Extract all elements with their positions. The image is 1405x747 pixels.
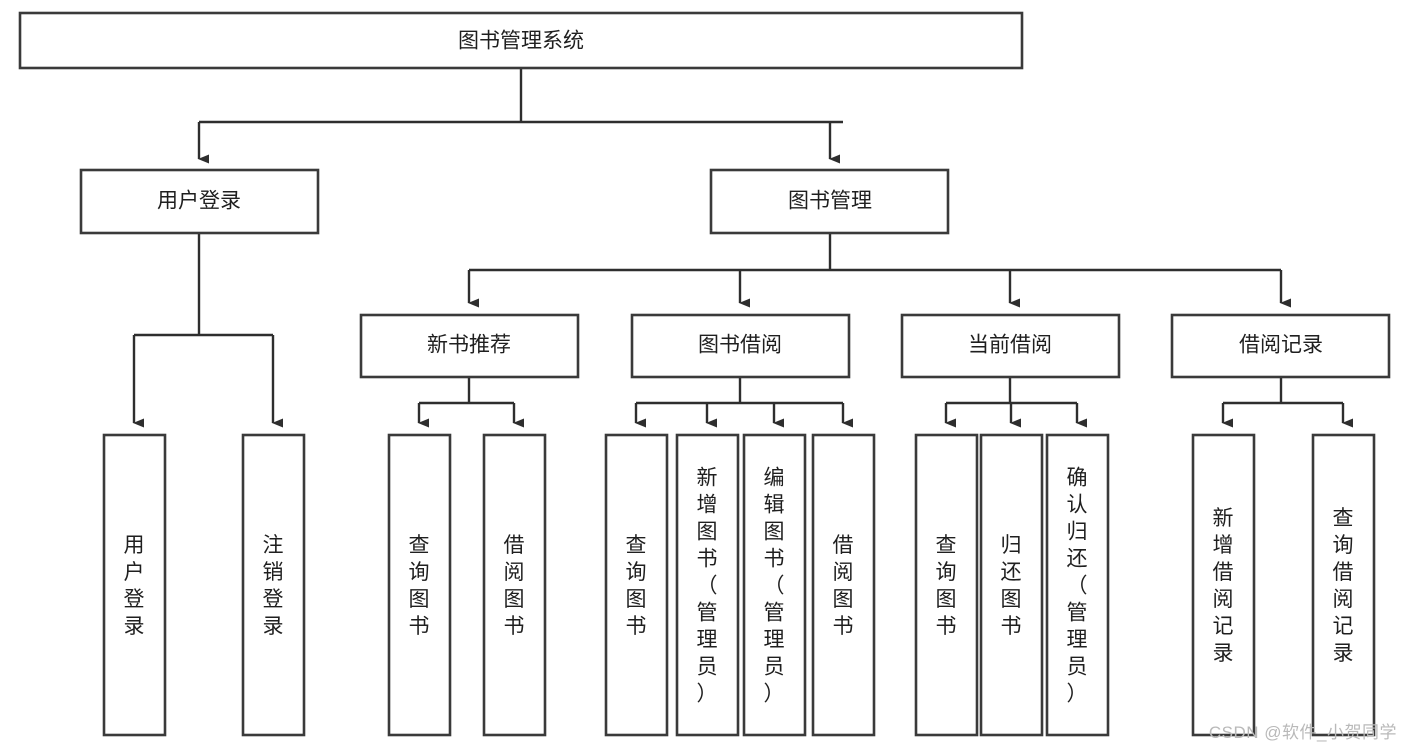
root-box[interactable] <box>18 11 1024 70</box>
leaf-add-record-box[interactable] <box>1191 433 1256 737</box>
connector-group-book-management-children <box>467 233 1291 308</box>
leaf-borrow-book-2-label: 借阅图书 <box>833 534 854 638</box>
user-login-label: 用户登录 <box>157 190 241 213</box>
current-borrow-label: 当前借阅 <box>968 334 1052 357</box>
book-borrow-box[interactable] <box>630 313 851 379</box>
node-borrow-record[interactable]: 借阅记录 <box>1170 313 1391 379</box>
leaf-return-book-box[interactable] <box>979 433 1044 737</box>
node-new-book-recommend[interactable]: 新书推荐 <box>359 313 580 379</box>
leaf-add-record-label: 新增借阅记录 <box>1213 507 1234 665</box>
node-current-borrow[interactable]: 当前借阅 <box>900 313 1121 379</box>
node-book-borrow[interactable]: 图书借阅 <box>630 313 851 379</box>
connector-group-user-login-children <box>132 233 283 428</box>
node-book-management[interactable]: 图书管理 <box>709 168 950 235</box>
leaf-logout-login-label: 注销登录 <box>263 534 284 638</box>
node-leaf-add-book[interactable]: 新增图书（管理员） <box>675 433 740 737</box>
leaf-query-book-1-box[interactable] <box>387 433 452 737</box>
csdn-watermark: CSDN @软件_小贺同学 <box>1208 723 1397 742</box>
node-leaf-confirm-return[interactable]: 确认归还（管理员） <box>1045 433 1110 737</box>
connector-group-borrow-record-children <box>1221 377 1353 428</box>
node-leaf-add-record[interactable]: 新增借阅记录 <box>1191 433 1256 737</box>
leaf-query-book-2-box[interactable] <box>604 433 669 737</box>
book-management-box[interactable] <box>709 168 950 235</box>
leaf-user-login-label: 用户登录 <box>124 534 145 638</box>
leaf-add-book-box[interactable] <box>675 433 740 737</box>
leaf-edit-book-box[interactable] <box>742 433 807 737</box>
book-management-label: 图书管理 <box>788 190 872 213</box>
leaf-borrow-book-1-box[interactable] <box>482 433 547 737</box>
connector-group-new-book-recommend-children <box>417 377 524 428</box>
user-login-box[interactable] <box>79 168 320 235</box>
node-leaf-query-book-2[interactable]: 查询图书 <box>604 433 669 737</box>
node-leaf-return-book[interactable]: 归还图书 <box>979 433 1044 737</box>
leaf-query-book-2-label: 查询图书 <box>626 534 647 638</box>
borrow-record-box[interactable] <box>1170 313 1391 379</box>
connector-group-root-to-level2 <box>197 68 843 164</box>
new-book-recommend-box[interactable] <box>359 313 580 379</box>
new-book-recommend-label: 新书推荐 <box>427 334 511 357</box>
node-root-system[interactable]: 图书管理系统 <box>18 11 1024 70</box>
leaf-query-record-label: 查询借阅记录 <box>1333 507 1354 665</box>
leaf-query-book-3-label: 查询图书 <box>936 534 957 638</box>
node-leaf-query-book-3[interactable]: 查询图书 <box>914 433 979 737</box>
node-leaf-borrow-book-2[interactable]: 借阅图书 <box>811 433 876 737</box>
leaf-confirm-return-label: 确认归还（管理员） <box>1067 467 1088 706</box>
leaf-query-book-3-box[interactable] <box>914 433 979 737</box>
leaf-return-book-label: 归还图书 <box>1001 534 1022 638</box>
node-leaf-edit-book[interactable]: 编辑图书（管理员） <box>742 433 807 737</box>
node-user-login[interactable]: 用户登录 <box>79 168 320 235</box>
node-leaf-query-book-1[interactable]: 查询图书 <box>387 433 452 737</box>
current-borrow-box[interactable] <box>900 313 1121 379</box>
leaf-borrow-book-1-label: 借阅图书 <box>504 534 525 638</box>
book-borrow-label: 图书借阅 <box>698 334 782 357</box>
connector-group-current-borrow-children <box>944 377 1087 428</box>
borrow-record-label: 借阅记录 <box>1239 334 1323 357</box>
root-label: 图书管理系统 <box>458 30 584 53</box>
leaf-logout-login-box[interactable] <box>241 433 306 737</box>
node-leaf-borrow-book-1[interactable]: 借阅图书 <box>482 433 547 737</box>
leaf-query-record-box[interactable] <box>1311 433 1376 737</box>
node-leaf-user-login[interactable]: 用户登录 <box>102 433 167 737</box>
leaf-borrow-book-2-box[interactable] <box>811 433 876 737</box>
leaf-confirm-return-box[interactable] <box>1045 433 1110 737</box>
leaf-query-book-1-label: 查询图书 <box>409 534 430 638</box>
connector-group-book-borrow-children <box>634 377 853 428</box>
node-leaf-query-record[interactable]: 查询借阅记录 <box>1311 433 1376 737</box>
leaf-add-book-label: 新增图书（管理员） <box>697 467 718 706</box>
leaf-edit-book-label: 编辑图书（管理员） <box>764 467 785 706</box>
leaf-user-login-box[interactable] <box>102 433 167 737</box>
node-leaf-logout-login[interactable]: 注销登录 <box>241 433 306 737</box>
